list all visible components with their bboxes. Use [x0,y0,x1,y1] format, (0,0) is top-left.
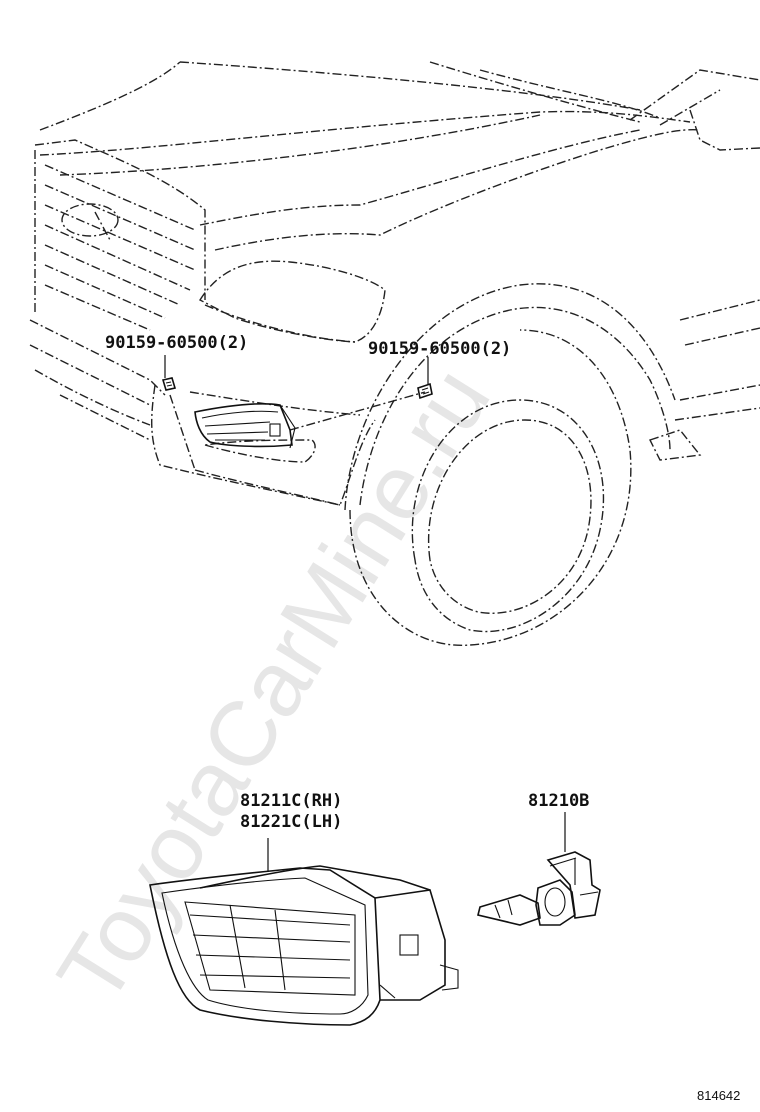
callout-bolt-right: 90159-60500(2) [368,339,511,359]
fog-lamp-installed [194,403,296,449]
bolt-right-icon [417,382,433,400]
callout-lamp-lh: 81221C(LH) [240,812,342,832]
bulb-icon [477,851,601,926]
callout-lamp-rh: 81211C(RH) [240,791,342,811]
callout-bulb: 81210B [528,791,589,811]
callout-bolt-left: 90159-60500(2) [105,333,248,353]
bolt-left-icon [161,377,177,391]
vehicle-outline [29,61,760,646]
fog-lamp-assembly [149,865,459,1026]
figure-number: 814642 [697,1088,740,1103]
